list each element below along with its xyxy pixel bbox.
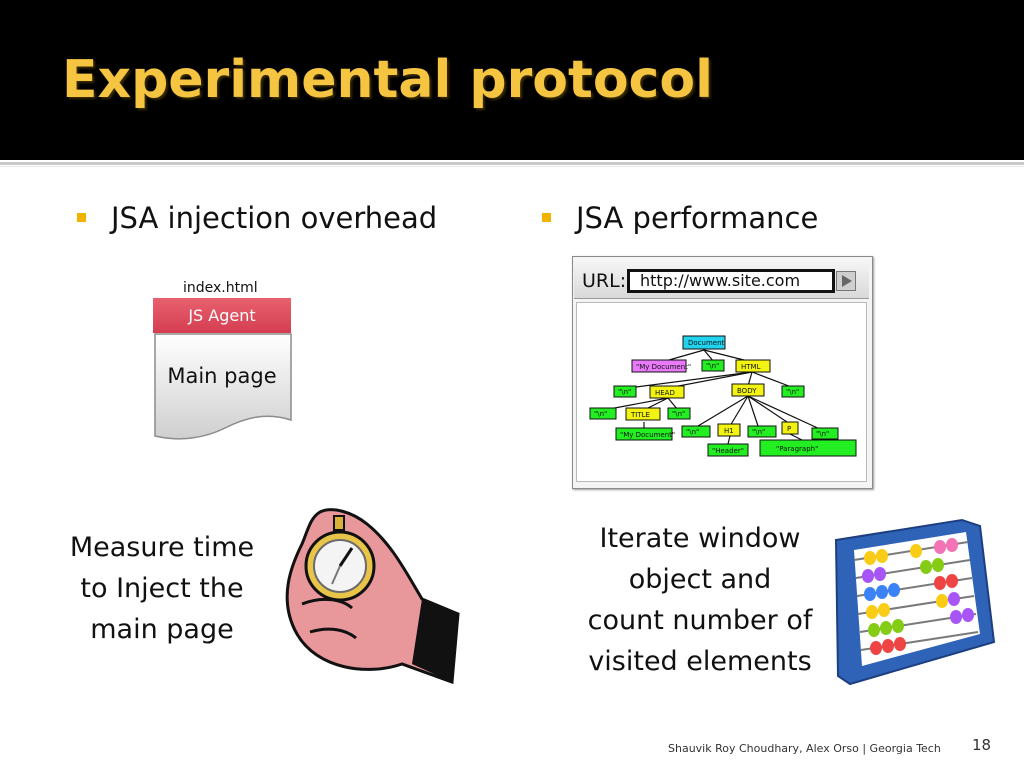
js-agent-block: JS Agent: [153, 298, 291, 333]
svg-text:HEAD: HEAD: [655, 389, 675, 397]
caption-line: count number of: [587, 605, 813, 636]
caption-line: object and: [628, 564, 772, 595]
url-label: URL:: [582, 270, 627, 292]
bullet-jsa-injection-overhead: JSA injection overhead: [111, 201, 438, 235]
svg-text:"\n": "\n": [618, 388, 631, 396]
abacus-icon: [834, 518, 996, 686]
play-arrow-icon: [842, 275, 852, 287]
svg-text:"\n": "\n": [594, 410, 607, 418]
title-divider: [0, 162, 1024, 165]
svg-text:"\n": "\n": [752, 428, 765, 436]
stopwatch-hand-icon: [285, 508, 460, 685]
svg-text:Document: Document: [688, 339, 725, 347]
bullet-marker: [77, 213, 86, 222]
svg-text:"\n": "\n": [686, 428, 699, 436]
left-caption: Measure time to Inject the main page: [52, 527, 272, 650]
caption-line: main page: [90, 614, 234, 645]
svg-text:"My Document": "My Document": [636, 363, 691, 371]
title-divider-shadow: [0, 166, 1024, 167]
svg-text:HTML: HTML: [741, 363, 761, 371]
caption-line: to Inject the: [80, 573, 244, 604]
main-page-label: Main page: [167, 364, 277, 388]
footer-credit: Shauvik Roy Choudhary, Alex Orso | Georg…: [668, 742, 941, 755]
main-page-document: [154, 333, 292, 440]
bullet-jsa-performance: JSA performance: [576, 201, 819, 235]
caption-line: Measure time: [69, 532, 255, 563]
svg-text:"\n": "\n": [816, 430, 829, 438]
caption-line: visited elements: [588, 646, 812, 677]
title-bar: [0, 0, 1024, 160]
caption-line: Iterate window: [599, 523, 801, 554]
svg-text:"Paragraph": "Paragraph": [776, 445, 818, 453]
slide-title: Experimental protocol: [62, 50, 713, 110]
svg-text:BODY: BODY: [737, 387, 757, 395]
page-number: 18: [972, 736, 992, 754]
right-caption: Iterate window object and count number o…: [572, 518, 828, 682]
svg-text:"\n": "\n": [706, 362, 719, 370]
svg-text:TITLE: TITLE: [630, 411, 650, 419]
dom-tree-diagram: Document "My Document" "\n" HTML "\n" HE…: [589, 335, 857, 457]
svg-text:"\n": "\n": [786, 388, 799, 396]
url-input[interactable]: http://www.site.com: [627, 269, 835, 293]
svg-text:P: P: [787, 425, 791, 433]
go-button[interactable]: [836, 271, 856, 291]
svg-text:H1: H1: [724, 427, 734, 435]
svg-text:"My Document": "My Document": [620, 431, 675, 439]
file-label: index.html: [183, 280, 258, 296]
svg-text:"\n": "\n": [672, 410, 685, 418]
svg-text:"Header": "Header": [712, 447, 744, 455]
bullet-marker: [542, 213, 551, 222]
